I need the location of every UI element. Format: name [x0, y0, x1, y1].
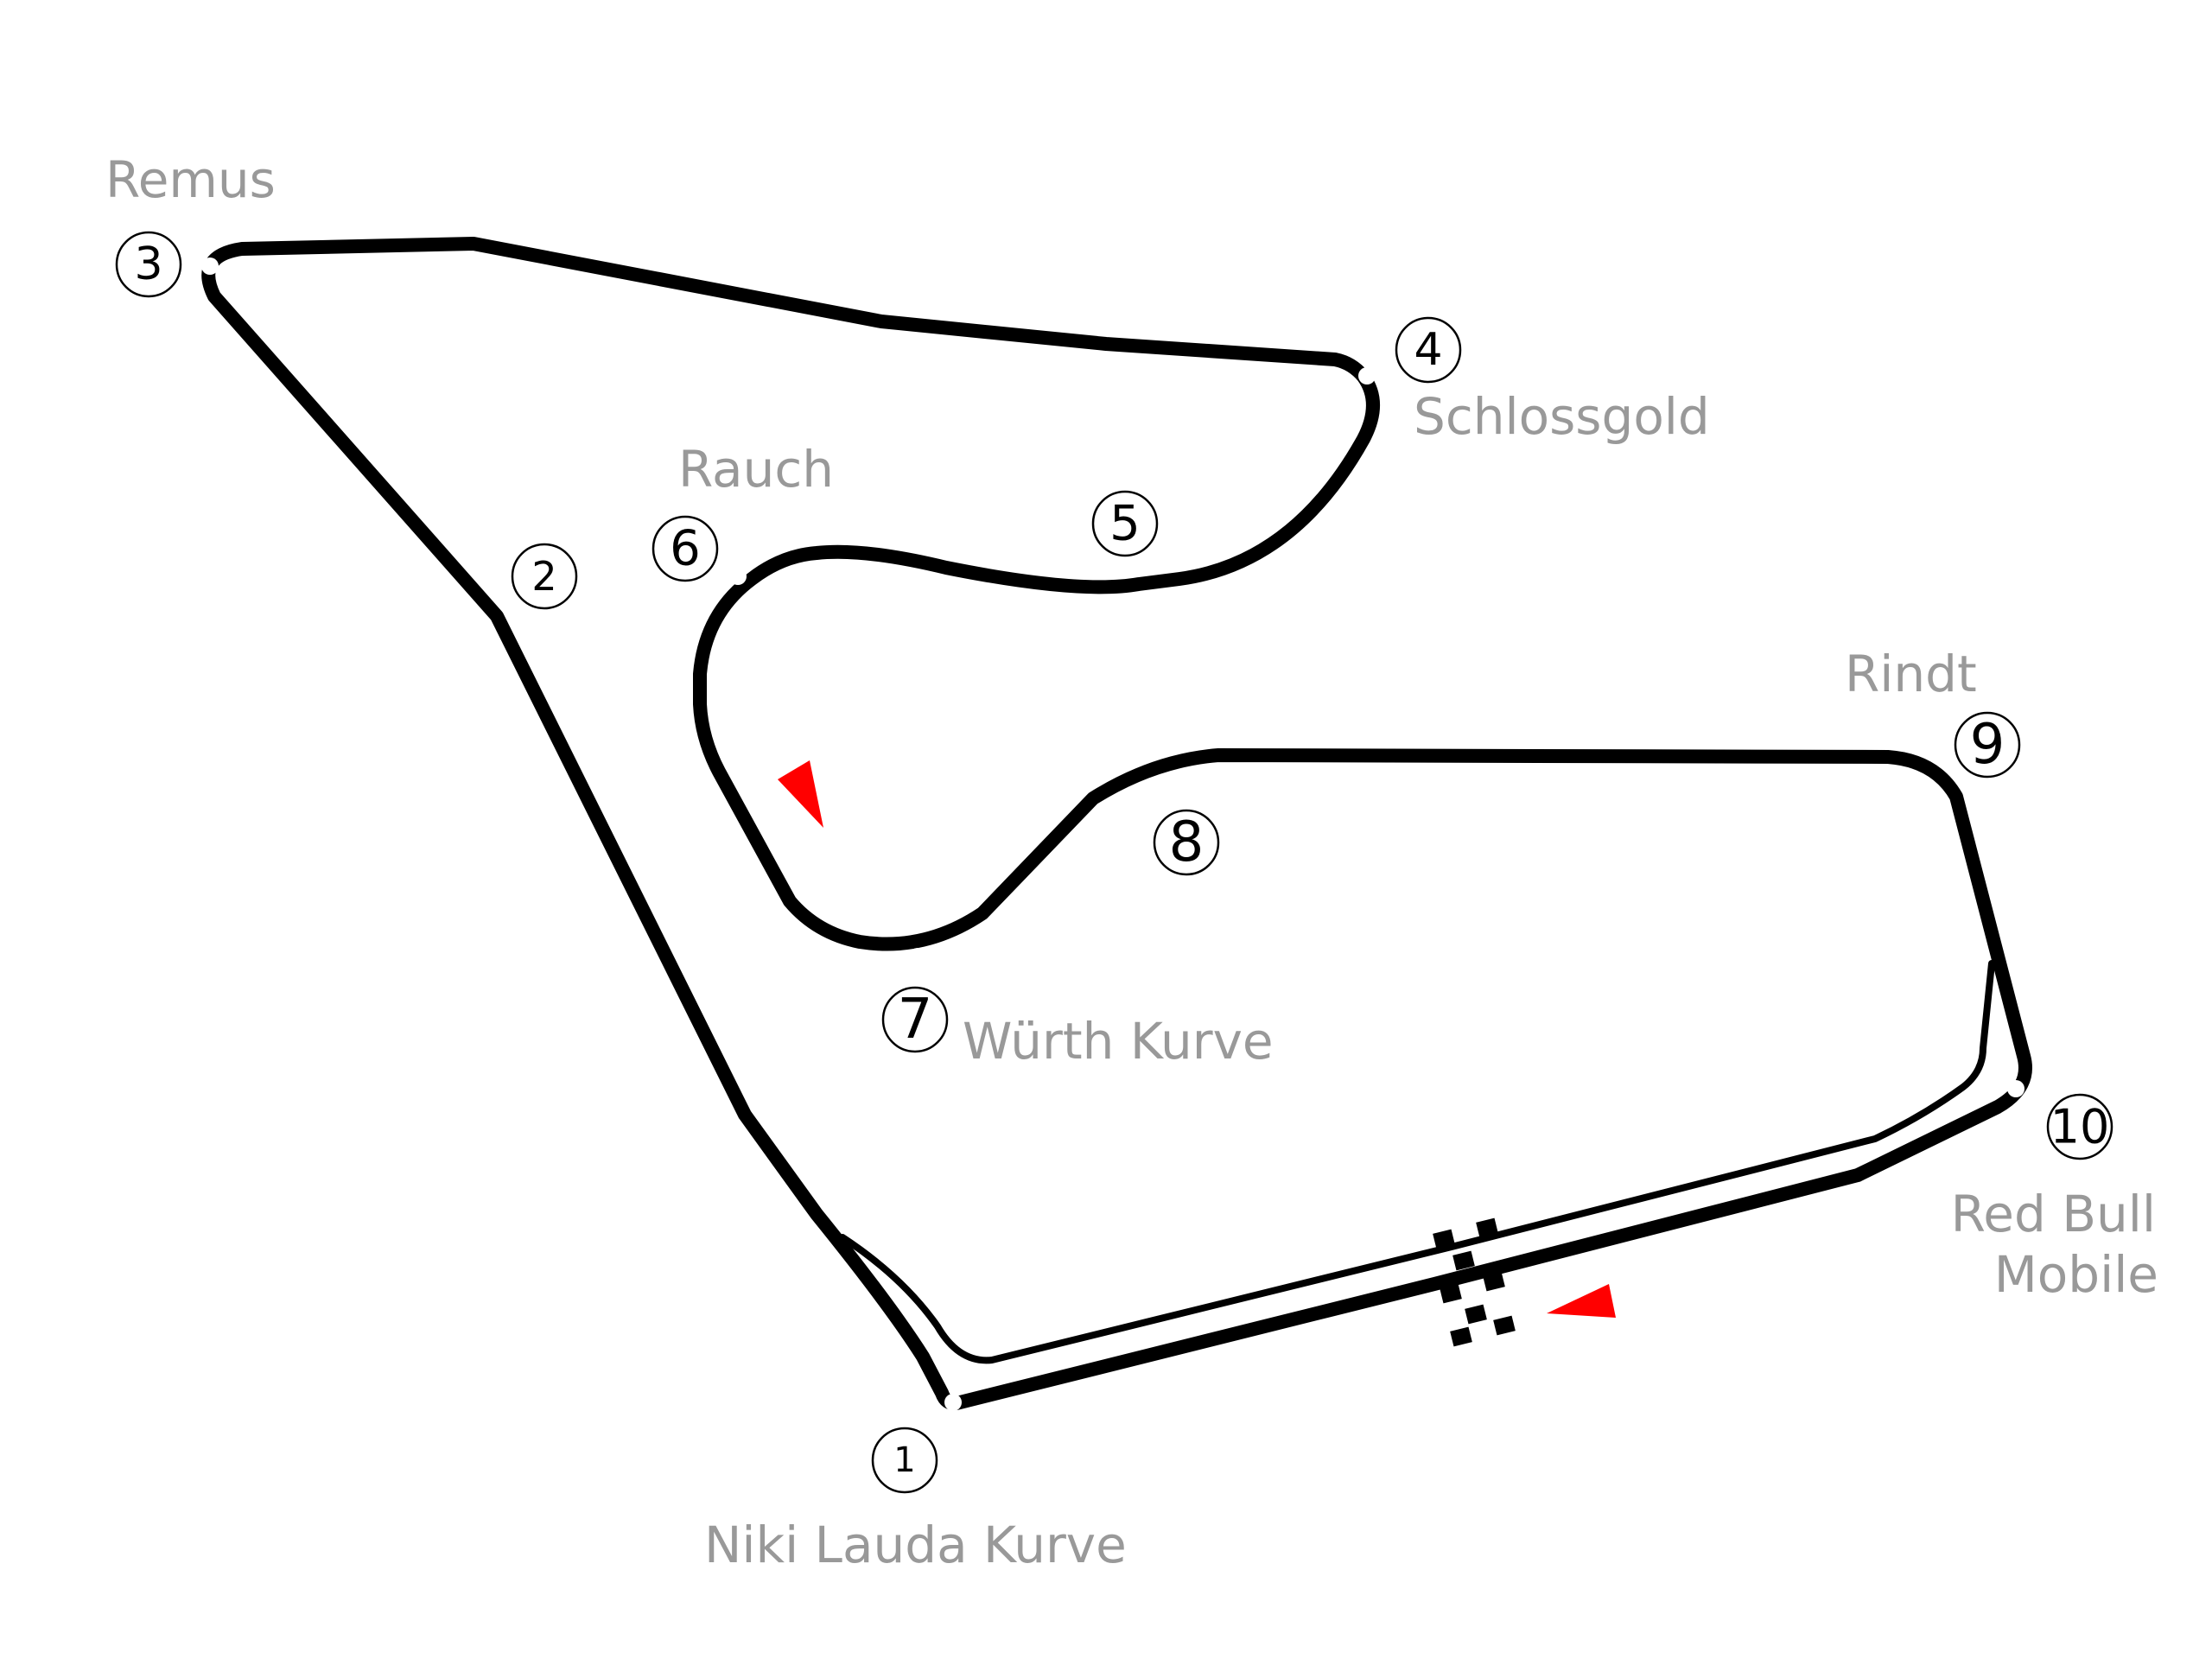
svg-text:1: 1 — [893, 1440, 915, 1480]
corner-name-7: Würth Kurve — [963, 1012, 1274, 1071]
direction-arrow-icon — [1547, 1284, 1616, 1318]
corner-name-6: Rauch — [678, 440, 834, 499]
svg-text:7: 7 — [898, 988, 933, 1052]
direction-arrow-icon — [778, 760, 823, 828]
circuit-line — [201, 237, 2032, 1411]
corner-badge-1: 1 — [871, 1427, 938, 1494]
apex-dot-3 — [201, 257, 219, 275]
apex-dot-6 — [729, 568, 747, 585]
corner-badge-10: 10 — [2046, 1093, 2113, 1160]
svg-text:3: 3 — [134, 238, 162, 290]
corner-badge-4: 4 — [1395, 316, 1462, 384]
corner-name-9: Rindt — [1845, 645, 1977, 703]
svg-text:8: 8 — [1169, 810, 1205, 874]
svg-text:10: 10 — [2050, 1100, 2110, 1154]
corner-badge-8: 8 — [1153, 809, 1220, 876]
corner-badge-9: 9 — [1954, 711, 2021, 779]
apex-dot-7 — [909, 948, 926, 965]
start-finish-checkered-flag-icon — [1433, 1217, 1516, 1347]
pit-lane — [839, 960, 1995, 1364]
corner-badge-6: 6 — [652, 515, 719, 582]
corner-name-1: Niki Lauda Kurve — [704, 1516, 1127, 1574]
corner-badge-3: 3 — [115, 231, 182, 298]
svg-text:9: 9 — [1970, 713, 2005, 777]
corner-name-10-line1: Red Bull — [1951, 1185, 2156, 1243]
apex-dot-8 — [1124, 791, 1141, 808]
svg-text:6: 6 — [670, 521, 701, 577]
corner-badge-7: 7 — [881, 986, 949, 1053]
apex-dot-10 — [2007, 1080, 2024, 1097]
apex-dot-9 — [1925, 793, 1942, 810]
svg-text:4: 4 — [1414, 324, 1442, 376]
apex-dot-1 — [944, 1394, 962, 1411]
corner-name-4: Schlossgold — [1414, 387, 1710, 446]
corner-badge-2: 2 — [511, 543, 578, 610]
apex-dot-4 — [1358, 367, 1376, 385]
corner-name-10-line2: Mobile — [1994, 1245, 2158, 1304]
corner-badge-5: 5 — [1091, 490, 1159, 557]
corner-name-3: Remus — [105, 150, 276, 209]
svg-text:2: 2 — [531, 553, 556, 600]
svg-text:5: 5 — [1109, 496, 1141, 552]
